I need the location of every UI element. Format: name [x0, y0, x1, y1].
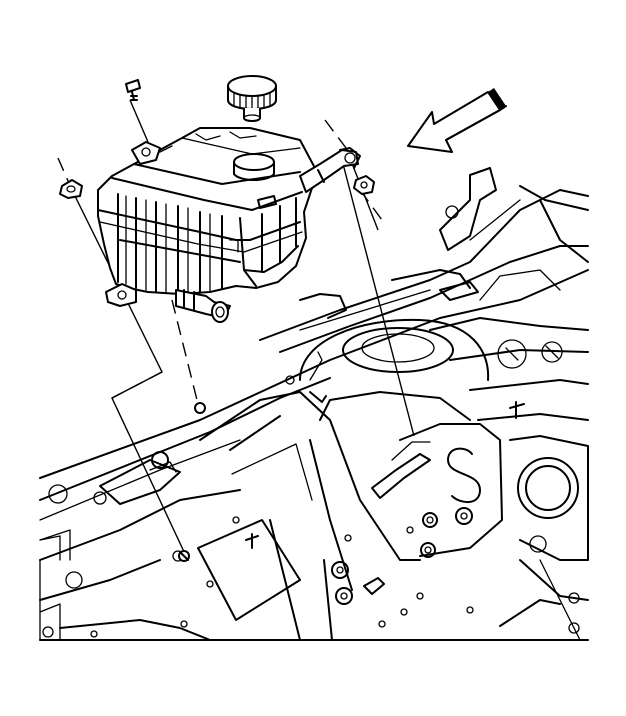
coolant-reservoir-icon	[97, 127, 361, 323]
bolt-icon	[194, 402, 206, 414]
vehicle-body-structure	[39, 167, 589, 641]
nut-icon	[353, 175, 375, 195]
reservoir-cap-icon	[227, 75, 277, 122]
front-direction-arrow-icon	[407, 88, 507, 153]
bolt-icon	[178, 550, 190, 562]
bolt-icon	[125, 79, 141, 101]
nut-icon	[59, 179, 83, 199]
